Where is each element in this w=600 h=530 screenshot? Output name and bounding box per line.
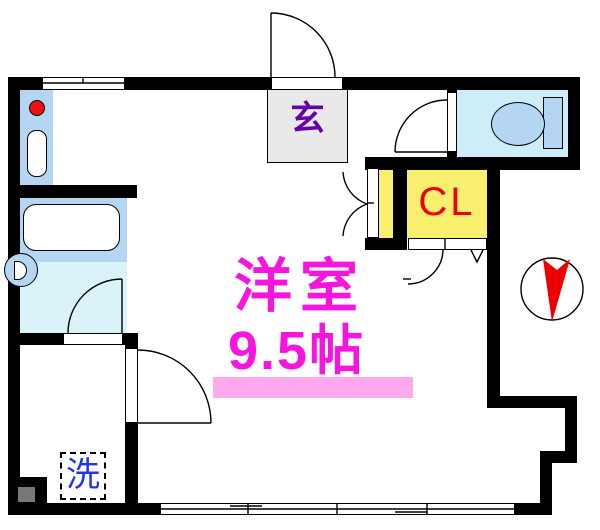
wall-toilet-right — [568, 77, 580, 170]
laundry-label: 洗 — [66, 456, 100, 494]
entrance-door-frame — [271, 77, 343, 90]
kitchen-sink — [27, 130, 47, 177]
closet-door-arc-bottom — [343, 204, 367, 236]
bathroom-door-frame — [63, 333, 123, 345]
bathroom-floor — [20, 262, 127, 333]
wall-kitchen-bottom — [8, 185, 137, 198]
wall-closet-bottom — [365, 238, 407, 250]
toilet-door-frame — [447, 92, 457, 152]
bathroom-door-arc — [68, 279, 122, 333]
genkan-label: 玄 — [290, 100, 325, 138]
meter-box — [18, 487, 35, 502]
closet-label: CL — [418, 180, 476, 224]
wall-step-h1 — [487, 396, 577, 408]
closet-floor — [407, 168, 487, 238]
wall-main-right — [487, 157, 500, 408]
room-size-label: 9.5帖 — [228, 321, 366, 381]
wall-top-3 — [343, 77, 578, 90]
closet-bottom-door-frame — [408, 238, 487, 250]
washroom-door-arc — [138, 350, 211, 423]
bathtub — [23, 204, 120, 251]
closet-bottom-door-arc — [408, 249, 443, 284]
highlight-bar — [213, 377, 413, 398]
room-name-label: 洋室 — [234, 254, 367, 319]
entrance-door-arc — [271, 13, 335, 77]
laundry-box — [60, 452, 106, 500]
closet-fold-door-mark — [471, 250, 483, 262]
closet-strip-floor — [379, 168, 393, 238]
wall-mid-horizontal — [365, 157, 580, 170]
toilet-door-arc — [395, 100, 447, 152]
washroom-door-frame — [125, 348, 138, 423]
toilet-bowl — [491, 102, 545, 146]
closet-door-arc-top — [343, 172, 367, 204]
stove-burner-icon — [29, 100, 45, 116]
north-arrow-icon — [521, 258, 583, 322]
genkan-floor — [267, 88, 348, 163]
wall-closet-divider — [393, 168, 407, 238]
wash-basin-inner — [14, 261, 27, 280]
wall-top-2 — [125, 77, 271, 90]
wall-step-v1 — [565, 396, 577, 463]
wall-step-v2 — [540, 451, 552, 515]
